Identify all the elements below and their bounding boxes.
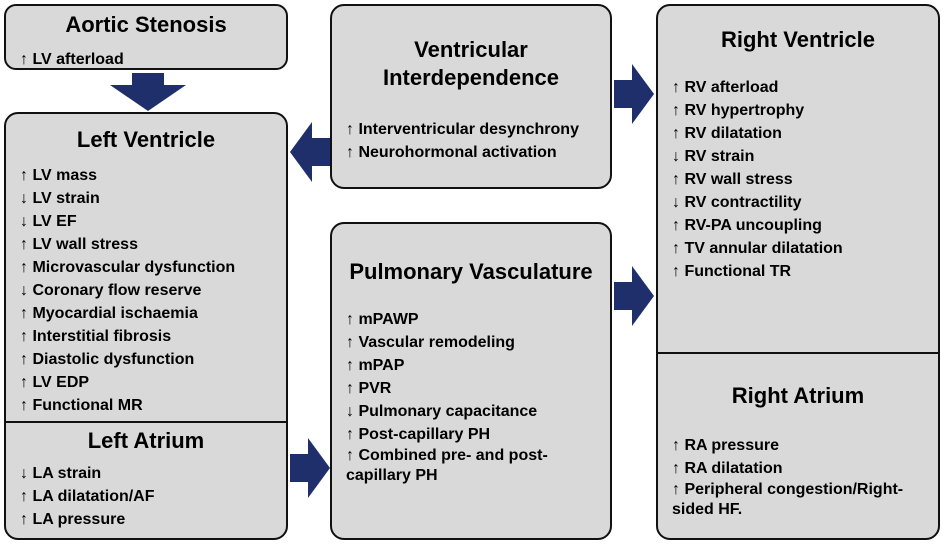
list-item: ↑ RV dilatation [672,125,782,142]
right-atrium-title: Right Atrium [731,383,865,408]
list-item: ↑ RV wall stress [672,171,793,188]
list-item: ↑ Diastolic dysfunction [20,351,195,368]
left-ventricle-title: Left Ventricle [76,127,216,152]
list-item: ↑ TV annular dilatation [672,240,843,257]
right-atrium-list: ↑ RA pressure ↑ RA dilatation ↑ Peripher… [672,434,934,520]
list-item: ↑ RA dilatation [672,460,783,477]
list-item: ↑ Post-capillary PH [346,426,491,443]
list-item: ↑ PVR [346,380,392,397]
arrow-right-icon [614,64,654,124]
ventricular-interdependence-title-line1: Ventricular [414,37,528,62]
list-item: ↓ Coronary flow reserve [20,282,202,299]
list-item: ↑ Neurohormonal activation [346,144,557,161]
list-item: ↑ mPAWP [346,311,419,328]
aortic-stenosis-title: Aortic Stenosis [65,12,227,37]
right-ventricle-list: ↑ RV afterload ↑ RV hypertrophy ↑ RV dil… [672,76,843,283]
list-item: ↑ RA pressure [672,437,779,454]
ventricle-atrium-divider [6,421,286,423]
aortic-stenosis-box: Aortic Stenosis ↑ LV afterload [4,4,288,70]
left-atrium-list: ↓ LA strain ↑ LA dilatation/AF ↑ LA pres… [20,462,155,531]
ventricle-atrium-divider [658,352,938,354]
list-item: ↑ LA pressure [20,511,126,528]
list-item: ↑ Combined pre- and post-capillary PH [346,447,548,484]
right-ventricle-title: Right Ventricle [720,27,876,52]
list-item: ↑ Functional MR [20,397,143,414]
arrow-right-icon [290,438,330,498]
aortic-stenosis-list: ↑ LV afterload [20,48,124,71]
list-item: ↑ Peripheral congestion/Right-sided HF. [672,481,904,518]
list-item: ↓ Pulmonary capacitance [346,403,538,420]
list-item: ↓ LV EF [20,213,77,230]
ventricular-interdependence-box: Ventricular Interdependence ↑ Interventr… [330,4,612,189]
arrow-right-icon [614,266,654,326]
arrow-left-icon [290,122,330,182]
list-item: ↓ RV contractility [672,194,802,211]
ventricular-interdependence-title-line2: Interdependence [382,65,560,90]
list-item: ↓ LV strain [20,190,100,207]
list-item: ↑ RV-PA uncoupling [672,217,822,234]
list-item: ↑ LV afterload [20,51,124,68]
list-item: ↑ Microvascular dysfunction [20,259,236,276]
list-item: ↑ Vascular remodeling [346,334,515,351]
pulmonary-vasculature-box: Pulmonary Vasculature ↑ mPAWP ↑ Vascular… [330,222,612,540]
pulmonary-vasculature-list: ↑ mPAWP ↑ Vascular remodeling ↑ mPAP ↑ P… [346,308,608,486]
left-ventricle-list: ↑ LV mass ↓ LV strain ↓ LV EF ↑ LV wall … [20,164,235,417]
arrow-down-icon [110,73,186,111]
right-ventricle-box: Right Ventricle ↑ RV afterload ↑ RV hype… [656,4,940,540]
list-item: ↑ Functional TR [672,263,792,280]
list-item: ↑ mPAP [346,357,405,374]
list-item: ↑ Myocardial ischaemia [20,305,198,322]
list-item: ↑ RV hypertrophy [672,102,805,119]
list-item: ↑ Interstitial fibrosis [20,328,172,345]
list-item: ↑ LA dilatation/AF [20,488,155,505]
left-atrium-title: Left Atrium [87,428,205,453]
list-item: ↑ LV EDP [20,374,90,391]
ventricular-interdependence-list: ↑ Interventricular desynchrony ↑ Neuroho… [346,118,579,164]
pulmonary-vasculature-title: Pulmonary Vasculature [349,259,593,284]
list-item: ↓ RV strain [672,148,755,165]
list-item: ↓ LA strain [20,465,102,482]
list-item: ↑ LV wall stress [20,236,138,253]
list-item: ↑ Interventricular desynchrony [346,121,579,138]
list-item: ↑ RV afterload [672,79,779,96]
list-item: ↑ LV mass [20,167,98,184]
left-ventricle-box: Left Ventricle ↑ LV mass ↓ LV strain ↓ L… [4,112,288,540]
